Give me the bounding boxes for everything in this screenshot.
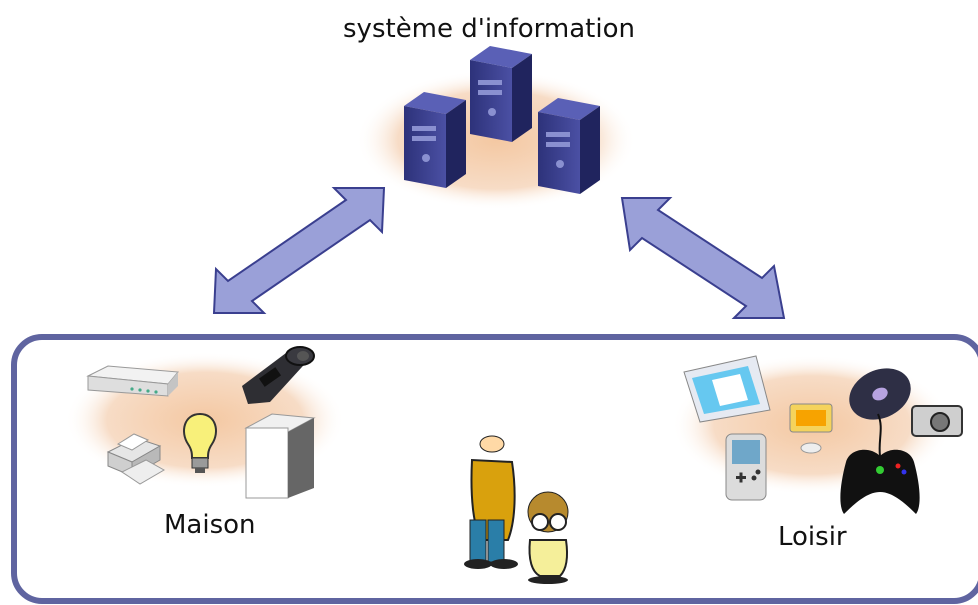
light-bulb-icon: [183, 412, 217, 473]
system-label: système d'information: [343, 14, 635, 44]
home-label: Maison: [164, 510, 256, 540]
printer-icon: [106, 433, 166, 485]
arrow-left: [212, 187, 386, 314]
server-icon: [538, 98, 600, 194]
server-icon: [470, 46, 532, 142]
server-icon: [404, 92, 466, 188]
monitor-icon: [683, 355, 771, 423]
imac-icon: [789, 403, 833, 454]
two-characters-icon: [464, 435, 569, 584]
storage-box-icon: [244, 413, 316, 499]
vinyl-record-icon: [849, 368, 911, 420]
environment-frame: [11, 334, 978, 604]
game-boy-icon: [725, 433, 767, 501]
camcorder-icon: [242, 346, 315, 404]
arrow-right: [620, 197, 786, 319]
camera-icon: [911, 405, 963, 437]
leisure-label: Loisir: [778, 522, 847, 552]
gamepad-icon: [840, 413, 920, 514]
router-icon: [86, 365, 179, 397]
